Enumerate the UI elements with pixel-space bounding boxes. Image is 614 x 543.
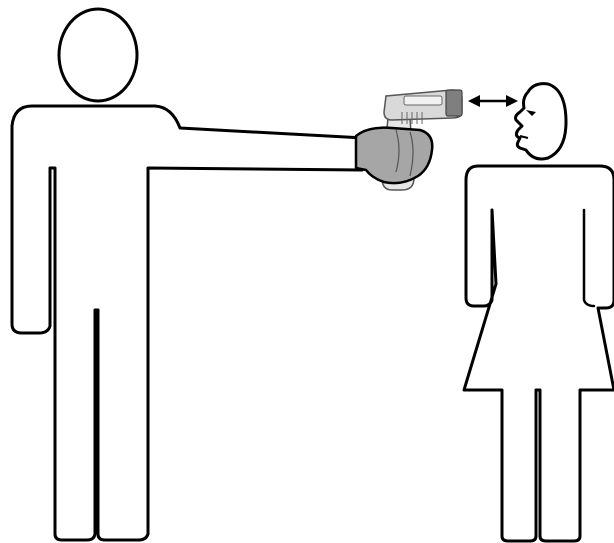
gloved-fist bbox=[356, 128, 432, 183]
man-body-and-arm bbox=[12, 106, 364, 540]
thermometer-nozzle bbox=[446, 90, 462, 116]
man-head bbox=[59, 9, 137, 101]
double-arrow-icon bbox=[468, 95, 518, 107]
woman-head bbox=[516, 84, 567, 159]
woman-figure bbox=[464, 84, 614, 541]
woman-leg-gap bbox=[536, 390, 540, 536]
thermometer-display bbox=[404, 96, 442, 105]
man-figure bbox=[12, 9, 364, 540]
